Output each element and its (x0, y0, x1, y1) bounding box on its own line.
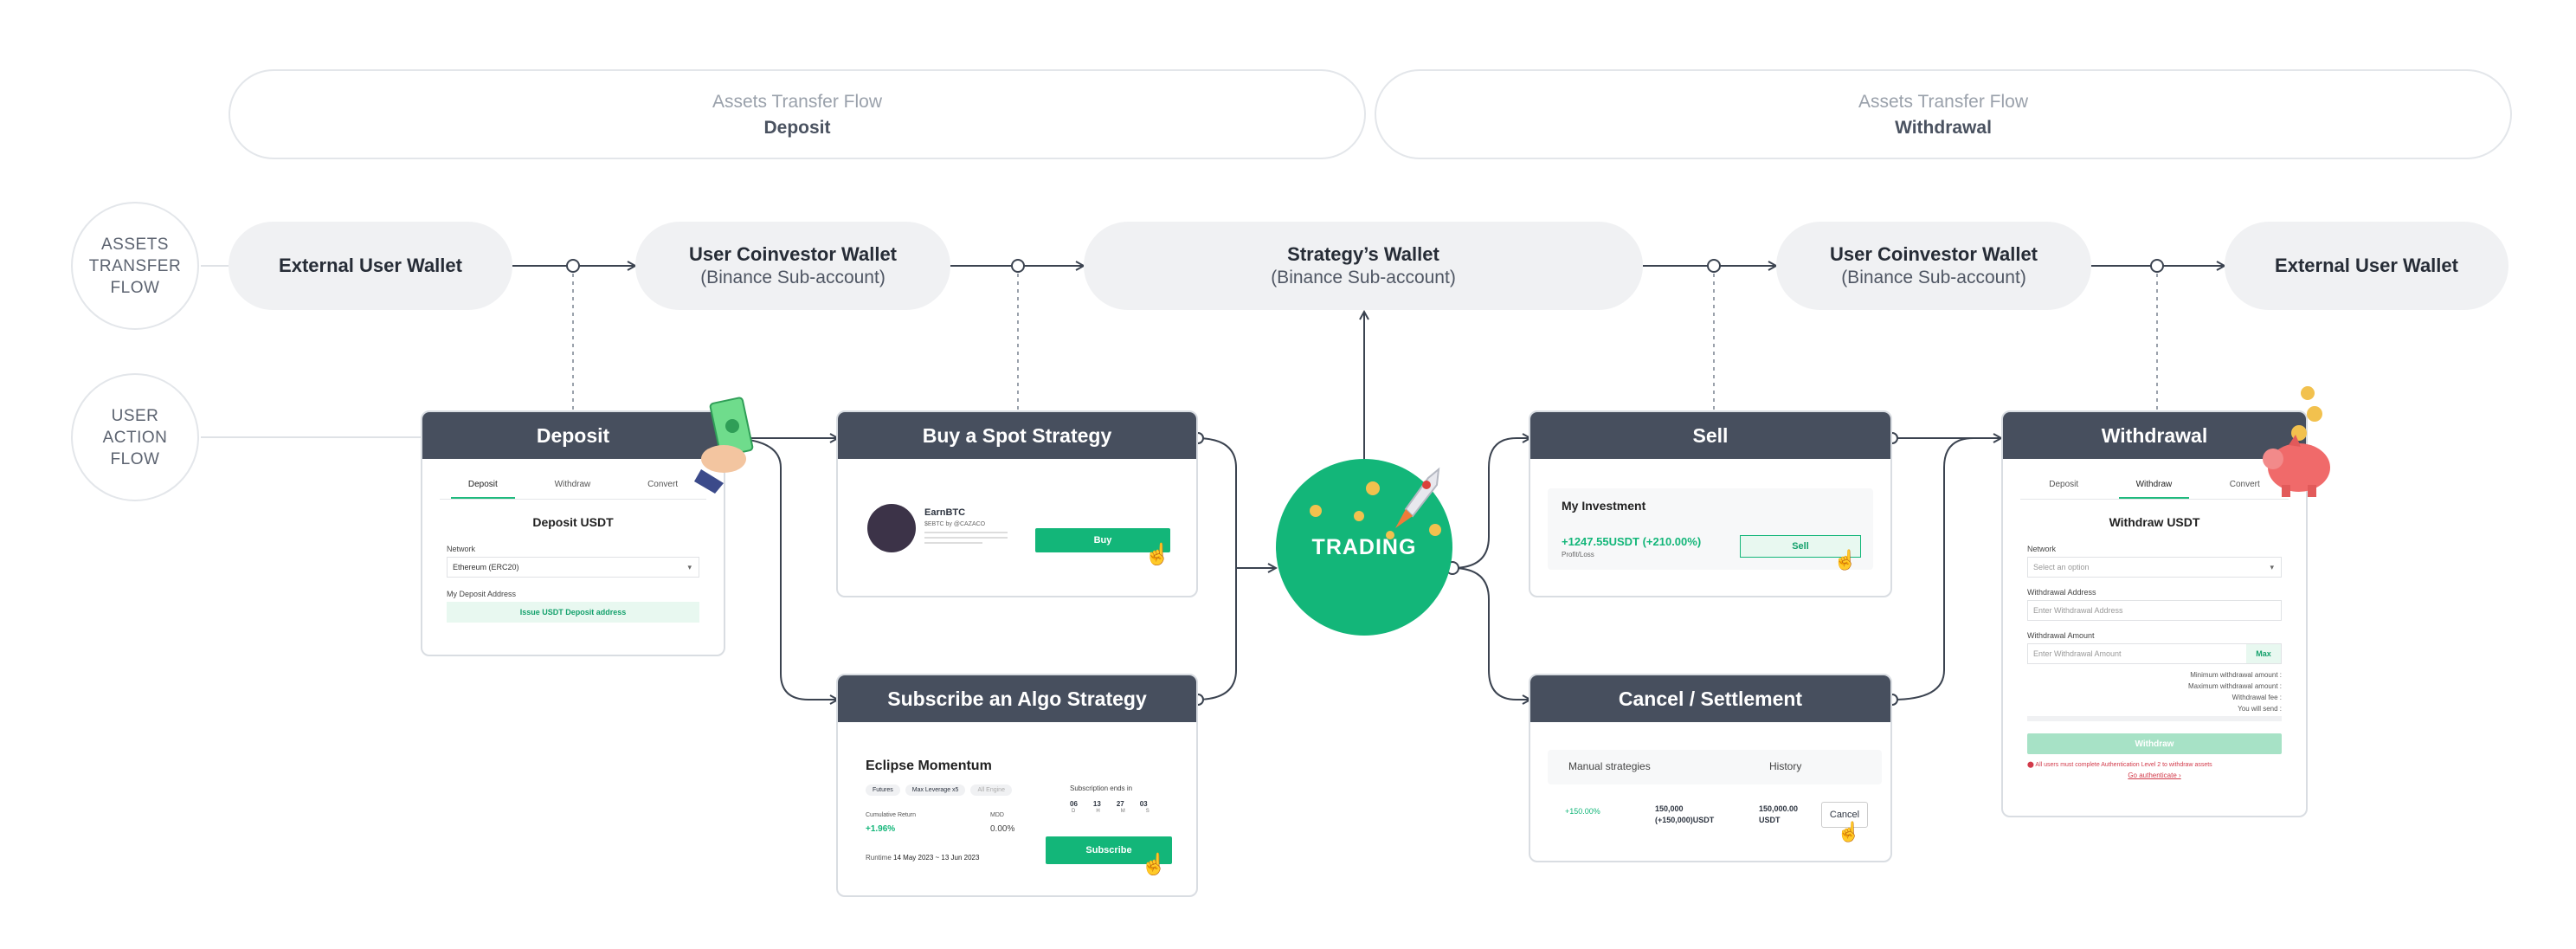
card-header: Subscribe an Algo Strategy (838, 675, 1196, 722)
buy-button[interactable]: Buy (1035, 528, 1170, 552)
cancel-settlement-card: Cancel / Settlement Manual strategies Hi… (1529, 674, 1892, 862)
external-user-wallet-right: External User Wallet (2225, 222, 2508, 310)
piggy-bank-icon (2263, 386, 2330, 497)
withdrawal-card: Withdrawal Deposit Withdraw Convert With… (2001, 410, 2308, 817)
network-select[interactable]: Select an option▾ (2027, 557, 2282, 578)
investment-title: My Investment (1562, 499, 1646, 513)
pointer-hand-icon: ☝ (1144, 543, 1170, 566)
address-label: My Deposit Address (447, 590, 517, 598)
strategy-owner: $EBTC by @CAZACO (924, 521, 986, 527)
withdraw-title: Withdraw USDT (2109, 515, 2200, 529)
cancel-tabs (1548, 750, 1882, 784)
max-button[interactable]: Max (2246, 644, 2281, 663)
strategy-name: EarnBTC (924, 507, 966, 518)
card-header: Cancel / Settlement (1530, 675, 1890, 722)
flow-title: Assets Transfer Flow (712, 92, 883, 112)
pointer-hand-icon: ☝ (1833, 549, 1858, 571)
tag: Futures (866, 784, 900, 796)
tab-withdraw[interactable]: Withdraw (2118, 480, 2190, 499)
chevron-down-icon: ▾ (687, 563, 692, 571)
sell-card: Sell My Investment +1247.55USDT (+210.00… (1529, 410, 1892, 597)
withdraw-tabs: Deposit Withdraw Convert (2020, 480, 2289, 500)
cum-return-value: +1.96% (866, 824, 896, 834)
network-label: Network (447, 545, 476, 553)
chevron-down-icon: ▾ (2270, 563, 2274, 571)
cancel-button[interactable]: Cancel (1821, 802, 1868, 828)
tag: All Engine (970, 784, 1012, 796)
mdd-label: MDD (990, 812, 1004, 818)
money-hand-icon (694, 397, 754, 494)
user-coinvestor-wallet-right: User Coinvestor Wallet (Binance Sub-acco… (1776, 222, 2091, 310)
profit-value: +1247.55USDT (+210.00%) (1562, 535, 1702, 548)
deposit-tabs: Deposit Withdraw Convert (440, 480, 706, 500)
address-label: Withdrawal Address (2027, 588, 2096, 597)
runtime: Runtime 14 May 2023 ~ 13 Jun 2023 (866, 854, 980, 862)
deposit-flow-pill: Assets Transfer Flow Deposit (229, 69, 1366, 159)
withdraw-button[interactable]: Withdraw (2027, 733, 2282, 754)
network-label: Network (2027, 545, 2057, 553)
flow-title: Assets Transfer Flow (1858, 92, 2029, 112)
profit-label: Profit/Loss (1562, 551, 1594, 558)
issue-address-button[interactable]: Issue USDT Deposit address (447, 602, 699, 623)
tab-convert[interactable]: Convert (647, 480, 679, 489)
tab-deposit[interactable]: Deposit (450, 480, 515, 499)
cum-return-label: Cumulative Return (866, 812, 916, 818)
tab-history[interactable]: History (1769, 760, 1802, 772)
mdd-value: 0.00% (990, 824, 1015, 834)
assets-transfer-flow-label: ASSETS TRANSFER FLOW (71, 202, 199, 330)
algo-strategy-card: Subscribe an Algo Strategy Eclipse Momen… (836, 674, 1198, 897)
deposit-title: Deposit USDT (532, 515, 614, 529)
rocket-icon (1310, 467, 1441, 539)
card-header: Deposit (422, 412, 724, 459)
strategy-wallet: Strategy’s Wallet (Binance Sub-account) (1084, 222, 1643, 310)
external-user-wallet-left: External User Wallet (229, 222, 512, 310)
strategy-desc-lines (924, 532, 1008, 544)
network-select[interactable]: Ethereum (ERC20)▾ (447, 557, 699, 578)
fee-summary: Minimum withdrawal amount : Maximum with… (2187, 671, 2282, 713)
subscribe-button[interactable]: Subscribe (1046, 836, 1172, 864)
tab-convert[interactable]: Convert (2229, 480, 2260, 489)
flow-subtitle: Deposit (763, 118, 831, 138)
withdrawal-amount-input[interactable]: Enter Withdrawal Amount Max (2027, 643, 2282, 664)
algo-name: Eclipse Momentum (866, 759, 992, 773)
auth-warning: ⬤ All users must complete Authentication… (2027, 762, 2212, 768)
deposit-card: Deposit Deposit Withdraw Convert Deposit… (421, 410, 725, 656)
divider (2027, 716, 2282, 721)
pointer-hand-icon: ☝ (1837, 821, 1861, 842)
amount-label: Withdrawal Amount (2027, 631, 2095, 640)
card-header: Sell (1530, 412, 1890, 459)
withdrawal-flow-pill: Assets Transfer Flow Withdrawal (1375, 69, 2512, 159)
user-action-flow-label: USER ACTION FLOW (71, 373, 199, 501)
tag: Max Leverage x5 (905, 784, 966, 796)
amount-a: 150,000(+150,000)USDT (1655, 804, 1715, 824)
flow-subtitle: Withdrawal (1895, 118, 1992, 138)
tab-manual-strategies[interactable]: Manual strategies (1568, 760, 1651, 772)
card-header: Withdrawal (2003, 412, 2306, 459)
error-icon: ⬤ (2027, 762, 2036, 768)
subscription-label: Subscription ends in (1070, 784, 1133, 792)
tab-deposit[interactable]: Deposit (2049, 480, 2079, 489)
withdrawal-address-input[interactable]: Enter Withdrawal Address (2027, 600, 2282, 621)
tab-withdraw[interactable]: Withdraw (554, 480, 591, 489)
auth-link[interactable]: Go authenticate › (2128, 771, 2181, 779)
algo-tags: Futures Max Leverage x5 All Engine (866, 784, 1012, 796)
sell-button[interactable]: Sell (1740, 535, 1861, 558)
user-coinvestor-wallet-left: User Coinvestor Wallet (Binance Sub-acco… (635, 222, 950, 310)
card-header: Buy a Spot Strategy (838, 412, 1196, 459)
pct-value: +150.00% (1565, 807, 1600, 816)
pointer-hand-icon: ☝ (1141, 853, 1167, 876)
strategy-avatar (867, 504, 916, 552)
spot-strategy-card: Buy a Spot Strategy EarnBTC $EBTC by @CA… (836, 410, 1198, 597)
